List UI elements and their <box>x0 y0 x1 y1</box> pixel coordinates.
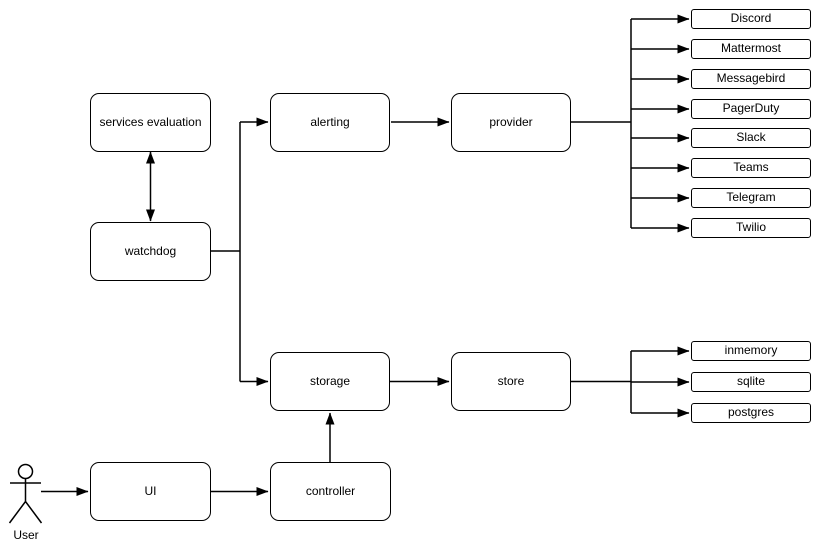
node-provider: provider <box>451 93 571 152</box>
leaf-twilio: Twilio <box>691 218 811 238</box>
leaf-messagebird: Messagebird <box>691 69 811 89</box>
leaf-postgres: postgres <box>691 403 811 423</box>
edge-store-fan-trunk <box>571 351 632 413</box>
leaf-sqlite: sqlite <box>691 372 811 392</box>
leaf-telegram: Telegram <box>691 188 811 208</box>
leaf-pagerduty: PagerDuty <box>691 99 811 119</box>
node-controller: controller <box>270 462 391 521</box>
leaf-discord: Discord <box>691 9 811 29</box>
edge-provider-fan-trunk <box>571 19 632 228</box>
node-alerting: alerting <box>270 93 390 152</box>
node-storage: storage <box>270 352 390 411</box>
node-services-evaluation: services evaluation <box>90 93 211 152</box>
node-ui: UI <box>90 462 211 521</box>
node-watchdog: watchdog <box>90 222 211 281</box>
leaf-teams: Teams <box>691 158 811 178</box>
leaf-slack: Slack <box>691 128 811 148</box>
edge-watchdog-trunk <box>211 122 241 382</box>
leaf-inmemory: inmemory <box>691 341 811 361</box>
leaf-mattermost: Mattermost <box>691 39 811 59</box>
user-actor-label: User <box>13 528 39 542</box>
node-store: store <box>451 352 571 411</box>
user-actor-icon <box>8 463 43 524</box>
